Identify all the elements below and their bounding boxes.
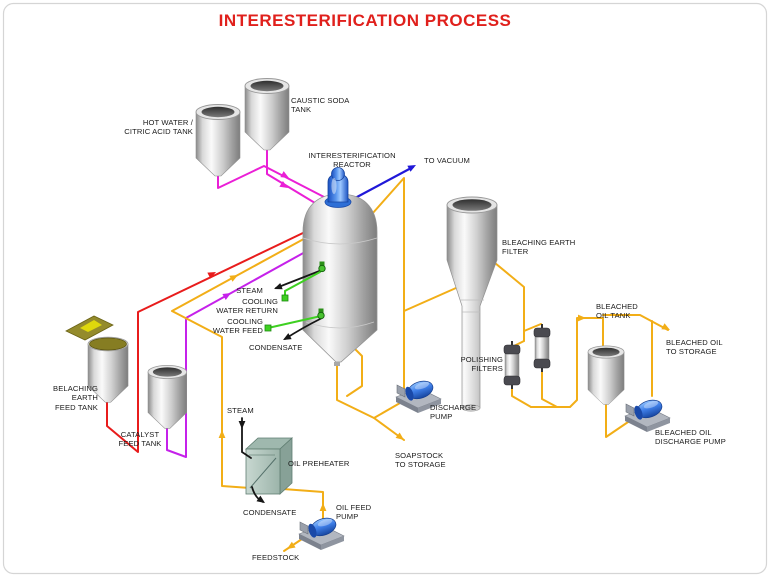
label-steam-reactor: STEAM [236,286,263,295]
pipe-reactor-bottom-stub [346,346,363,397]
steam-reactor-arrow-icon [272,282,283,293]
label-steam-preheater: STEAM [227,406,254,415]
label-condensate-reactor: CONDENSATE [249,343,303,352]
label-soapstock-to-storage: SOAPSTOCK TO STORAGE [395,451,446,470]
cooling-return-terminal-icon [281,294,289,302]
pipe-bleached-tank-outlet [605,400,632,438]
storage-arrow-icon [661,323,672,334]
label-reactor: INTERESTERIFICATION REACTOR [308,151,396,170]
oil-feed-arrow-icon [229,271,240,282]
caustic-soda-tank [244,78,290,151]
label-bleached-oil-tank: BLEACHED OIL TANK [596,302,638,321]
polishing-filter-b [533,323,551,373]
bleached-oil-discharge-pump [624,396,671,433]
pipe-bleaching-earth-line [106,220,329,453]
label-belaching-earth-feed-tank: BELACHING EARTH FEED TANK [53,384,98,412]
label-to-vacuum: TO VACUUM [424,156,470,165]
label-catalyst-feed-tank: CATALYST FEED TANK [118,430,162,449]
steam-reactor-line [275,269,323,289]
pipes-layer [106,131,669,552]
bleaching-earth-filter [446,196,498,412]
pipe-soapstock-line [373,402,405,441]
pipe-catalyst-line [166,235,335,458]
label-bleaching-earth-filter: BLEACHING EARTH FILTER [502,238,576,257]
pipe-filter-outlet [494,262,525,342]
label-caustic-soda-tank: CAUSTIC SODA TANK [291,96,350,115]
bleached-oil-tank [587,345,625,405]
oil-preheater [244,437,294,495]
pump-riser-arrow-icon [319,503,327,511]
interesterification-reactor [302,167,378,366]
label-bleached-oil-to-storage: BLEACHED OIL TO STORAGE [666,338,723,357]
label-hot-water-citric-acid-tank: HOT WATER / CITRIC ACID TANK [124,118,193,137]
pipe-reactor-discharge-riser [371,177,405,390]
utility-fittings-layer [264,261,326,332]
cooling-water-feed-line [267,315,322,329]
pipe-vacuum-line [355,165,415,199]
label-cooling-water-feed: COOLING WATER FEED [212,317,263,336]
preheater-riser-arrow-icon [218,430,226,438]
reactor-agitator-icon [324,167,352,208]
vessels-layer [65,78,625,495]
pipe-bleached-oil-tank-feed [530,317,604,408]
reactor-nozzle-valve-top-icon [318,261,326,273]
pipe-polishing-b-outlet [541,367,558,408]
catalyst-feed-tank [147,364,188,429]
steam-preheater-line [241,417,252,459]
label-oil-preheater: OIL PREHEATER [288,459,350,468]
label-discharge-pump: DISCHARGE PUMP [430,403,477,422]
label-bleached-oil-discharge-pump: BLEACHED OIL DISCHARGE PUMP [655,428,726,447]
pipe-preheater-to-reactor [171,228,323,489]
label-cooling-water-return: COOLING WATER RETURN [216,297,278,316]
condensate-reactor-arrow-icon [281,333,292,343]
reactor-nozzle-valve-bottom-icon [317,308,325,320]
label-condensate-preheater: CONDENSATE [243,508,297,517]
pipe-reactor-bottom-outlet [336,361,375,419]
cooling-feed-terminal-icon [264,324,272,332]
polishing-filter-a [503,340,521,390]
label-polishing-filters: POLISHING FILTERS [460,355,503,374]
steam-preheater-arrow-icon [238,421,246,429]
label-oil-feed-pump: OIL FEED PUMP [336,503,372,522]
page-title: INTERESTERIFICATION PROCESS [218,11,512,30]
hot-water-citric-acid-tank [195,104,241,177]
pipe-polishing-b-inlet [523,323,542,332]
label-feedstock: FEEDSTOCK [252,553,300,562]
pipe-bleached-oil-storage [602,314,669,331]
pipe-filter-feed-branch [403,287,457,312]
pipe-polishing-a-outlet [511,383,532,408]
bleaching-earth-feed-tank-lid [65,315,127,351]
tank-feed-arrow-icon [578,314,586,322]
